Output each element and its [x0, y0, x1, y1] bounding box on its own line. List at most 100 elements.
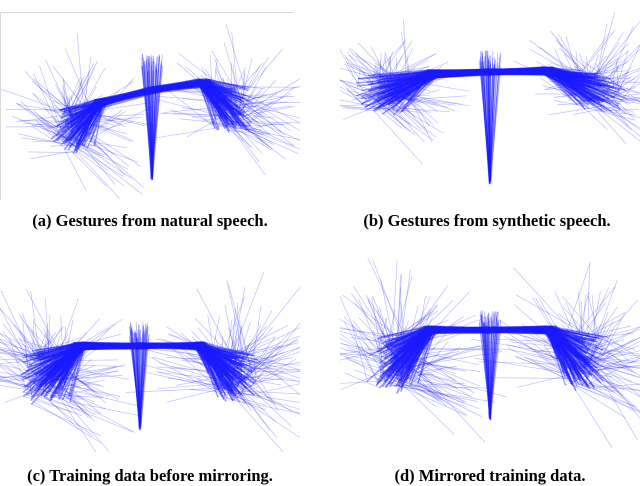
upper-arm-line: [548, 69, 620, 105]
upper-arm-line: [545, 326, 582, 373]
upper-arm-line: [194, 346, 236, 391]
forearm-line: [387, 92, 410, 113]
forearm-line: [396, 92, 412, 96]
forearm-line: [535, 297, 577, 368]
forearm-line: [76, 98, 89, 132]
forearm-line: [218, 351, 285, 378]
upper-arm-line: [394, 329, 435, 387]
forearm-line: [575, 366, 625, 391]
upper-arm-line: [400, 70, 434, 94]
upper-arm-line: [200, 346, 226, 389]
upper-arm-line: [552, 328, 589, 349]
upper-arm-line: [552, 327, 587, 368]
forearm-line: [52, 381, 121, 397]
forearm-line: [68, 108, 78, 147]
spine-line: [488, 62, 494, 178]
upper-arm-line: [382, 69, 434, 105]
upper-arm-line: [393, 73, 430, 89]
forearm-line: [42, 342, 106, 388]
upper-arm-line: [205, 85, 240, 123]
forearm-line: [566, 350, 640, 369]
upper-arm-line: [72, 104, 96, 154]
upper-arm-line: [391, 76, 432, 87]
upper-arm-line: [404, 326, 437, 383]
forearm-line: [74, 106, 121, 125]
upper-arm-line: [195, 344, 235, 380]
forearm-line: [388, 366, 457, 377]
forearm-line: [215, 117, 244, 142]
upper-arm-line: [89, 102, 105, 135]
upper-arm-line: [25, 348, 82, 380]
forearm-line: [33, 326, 62, 383]
upper-arm-line: [79, 106, 98, 128]
forearm-line: [364, 82, 413, 108]
upper-arm-line: [401, 332, 436, 381]
upper-arm-line: [381, 73, 438, 94]
forearm-line: [589, 86, 640, 103]
forearm-line: [223, 363, 248, 376]
forearm-line: [240, 338, 245, 373]
forearm-line: [376, 38, 407, 83]
forearm-line: [0, 379, 28, 387]
forearm-line: [68, 81, 83, 117]
forearm-line: [39, 65, 63, 134]
forearm-line: [595, 44, 640, 91]
upper-arm-line: [198, 83, 214, 104]
upper-arm-line: [550, 326, 585, 344]
upper-arm-line: [198, 347, 240, 403]
upper-arm-line: [65, 105, 99, 124]
upper-arm-line: [89, 102, 106, 130]
upper-arm-line: [37, 341, 84, 353]
spine-line: [150, 54, 153, 180]
spine-line: [488, 319, 499, 414]
forearm-line: [385, 53, 436, 78]
upper-arm-line: [48, 344, 81, 384]
upper-arm-line: [396, 71, 433, 79]
upper-arm-line: [395, 73, 427, 112]
forearm-line: [157, 95, 231, 103]
forearm-line: [222, 346, 300, 386]
forearm-line: [229, 323, 236, 366]
forearm-line: [71, 78, 82, 129]
upper-arm-line: [204, 85, 240, 115]
forearm-line: [390, 260, 398, 359]
upper-arm-line: [547, 328, 577, 371]
forearm-line: [538, 298, 568, 346]
upper-arm-line: [368, 69, 427, 99]
upper-arm-line: [376, 327, 432, 340]
upper-arm-line: [395, 330, 435, 342]
forearm-line: [572, 385, 626, 418]
forearm-line: [33, 78, 79, 117]
upper-arm-line: [396, 69, 433, 95]
forearm-line: [16, 102, 70, 142]
forearm-line: [84, 100, 160, 113]
upper-arm-line: [75, 103, 106, 111]
forearm-line: [31, 125, 69, 151]
forearm-line: [60, 316, 65, 379]
upper-arm-line: [394, 330, 434, 342]
upper-arm-line: [391, 72, 439, 109]
forearm-line: [358, 331, 384, 375]
upper-arm-line: [396, 328, 426, 341]
upper-arm-line: [395, 327, 435, 372]
forearm-line: [225, 354, 258, 361]
upper-arm-line: [49, 343, 77, 377]
upper-arm-line: [546, 333, 568, 364]
forearm-line: [530, 334, 563, 351]
forearm-line: [231, 96, 264, 120]
upper-arm-line: [548, 73, 606, 87]
forearm-line: [57, 380, 105, 388]
upper-arm-line: [378, 332, 428, 350]
upper-arm-line: [552, 327, 586, 342]
upper-arm-line: [545, 71, 602, 87]
upper-arm-line: [551, 69, 612, 80]
upper-arm-line: [207, 79, 244, 103]
upper-arm-line: [548, 325, 578, 342]
forearm-line: [372, 295, 397, 356]
upper-arm-line: [376, 75, 430, 97]
forearm-line: [225, 102, 251, 121]
upper-arm-line: [384, 326, 431, 382]
forearm-line: [237, 104, 270, 136]
spine-line: [137, 339, 140, 425]
forearm-line: [156, 366, 234, 373]
